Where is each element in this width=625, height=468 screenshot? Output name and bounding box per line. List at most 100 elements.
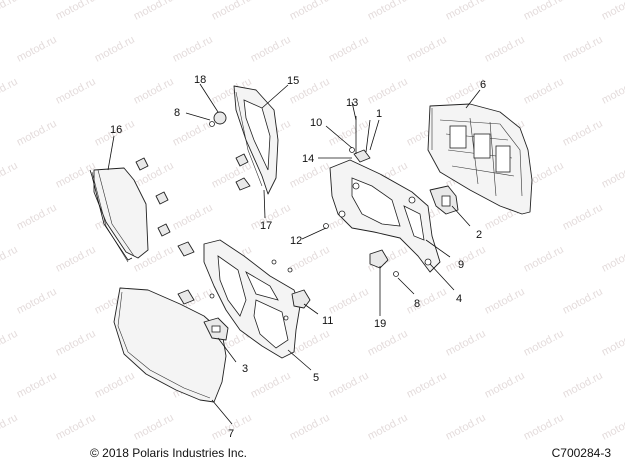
part-4-main-frame xyxy=(329,159,441,273)
watermark-text: motod.ru xyxy=(0,160,20,191)
watermark-text: motod.ru xyxy=(15,34,59,65)
watermark-text: motod.ru xyxy=(15,118,59,149)
watermark-text: motod.ru xyxy=(327,118,371,149)
callout-19: 19 xyxy=(374,318,386,330)
callout-17: 17 xyxy=(260,220,272,232)
watermark-text: motod.ru xyxy=(444,0,488,23)
watermark-text: motod.ru xyxy=(366,76,410,107)
watermark-text: motod.ru xyxy=(327,34,371,65)
callout-1: 1 xyxy=(376,108,382,120)
small-hardware xyxy=(135,111,399,321)
watermark-text: motod.ru xyxy=(15,370,59,401)
watermark-text: motod.ru xyxy=(561,202,605,233)
watermark-text: motod.ru xyxy=(54,412,98,443)
part-2-hinge xyxy=(429,185,459,215)
watermark-text: motod.ru xyxy=(288,412,332,443)
watermark-text: motod.ru xyxy=(405,370,449,401)
watermark-text: motod.ru xyxy=(600,328,625,359)
callout-5: 5 xyxy=(313,372,319,384)
watermark-text: motod.ru xyxy=(522,328,566,359)
watermark-text: motod.ru xyxy=(327,286,371,317)
callout-6: 6 xyxy=(480,79,486,91)
watermark-text: motod.ru xyxy=(54,0,98,23)
watermark-text: motod.ru xyxy=(0,244,20,275)
watermark-text: motod.ru xyxy=(15,202,59,233)
watermark-text: motod.ru xyxy=(171,118,215,149)
part-5-lower-frame xyxy=(203,239,301,359)
part-11-bracket xyxy=(291,289,311,309)
watermark-text: motod.ru xyxy=(522,244,566,275)
part-3-latch xyxy=(203,317,229,341)
watermark-text: motod.ru xyxy=(132,412,176,443)
callout-10: 10 xyxy=(310,117,322,129)
copyright-text: © 2018 Polaris Industries Inc. xyxy=(90,446,247,460)
watermark-text: motod.ru xyxy=(171,34,215,65)
watermark-text: motod.ru xyxy=(0,76,20,107)
leader-lines xyxy=(107,83,481,425)
part-16-door-panel xyxy=(89,167,149,263)
watermark-text: motod.ru xyxy=(561,286,605,317)
watermark-text: motod.ru xyxy=(483,34,527,65)
watermark-text: motod.ru xyxy=(600,76,625,107)
watermark-text: motod.ru xyxy=(0,0,20,23)
callout-8-right: 8 xyxy=(414,298,420,310)
watermark-text: motod.ru xyxy=(444,244,488,275)
watermark-text: motod.ru xyxy=(561,118,605,149)
watermark-text: motod.ru xyxy=(366,412,410,443)
callout-4: 4 xyxy=(456,293,462,305)
watermark-text: motod.ru xyxy=(522,412,566,443)
watermark-text: motod.ru xyxy=(132,0,176,23)
watermark-text: motod.ru xyxy=(171,202,215,233)
watermark-text: motod.ru xyxy=(444,328,488,359)
watermark-text: motod.ru xyxy=(0,328,20,359)
watermark-text: motod.ru xyxy=(249,34,293,65)
part-7-lower-cover xyxy=(113,287,227,403)
callout-7: 7 xyxy=(228,428,234,440)
watermark-text: motod.ru xyxy=(54,160,98,191)
callout-11: 11 xyxy=(322,315,333,327)
watermark-text: motod.ru xyxy=(288,244,332,275)
watermark-text: motod.ru xyxy=(54,76,98,107)
watermark-text: motod.ru xyxy=(600,160,625,191)
watermark-text: motod.ru xyxy=(288,0,332,23)
callout-18: 18 xyxy=(194,74,206,86)
watermark-text: motod.ru xyxy=(93,370,137,401)
watermark-text: motod.ru xyxy=(15,286,59,317)
watermark-text: motod.ru xyxy=(561,34,605,65)
watermark-text: motod.ru xyxy=(132,76,176,107)
callout-15: 15 xyxy=(287,75,299,87)
watermark-text: motod.ru xyxy=(327,370,371,401)
watermark-text: motod.ru xyxy=(522,0,566,23)
watermark-text: motod.ru xyxy=(483,286,527,317)
watermark-text: motod.ru xyxy=(249,370,293,401)
watermark-text: motod.ru xyxy=(405,286,449,317)
callout-12: 12 xyxy=(290,235,302,247)
watermark-text: motod.ru xyxy=(561,370,605,401)
watermark-text: motod.ru xyxy=(54,328,98,359)
watermark-text: motod.ru xyxy=(522,76,566,107)
callout-2: 2 xyxy=(476,229,482,241)
callout-numbers: 1 2 3 4 5 6 7 8 8 9 10 11 12 13 14 15 16… xyxy=(110,74,486,440)
callout-3: 3 xyxy=(242,363,248,375)
watermark-text: motod.ru xyxy=(0,412,20,443)
callout-16: 16 xyxy=(110,124,122,136)
watermark-text: motod.ru xyxy=(93,34,137,65)
callout-9: 9 xyxy=(458,259,464,271)
figure-code: C700284-3 xyxy=(551,446,611,460)
watermark-text: motod.ru xyxy=(600,412,625,443)
callout-14: 14 xyxy=(302,153,314,165)
part-6-rear-panel xyxy=(427,103,533,215)
part-15-upper-panel xyxy=(233,85,279,195)
callout-8-top: 8 xyxy=(174,107,180,119)
watermark-text: motod.ru xyxy=(405,34,449,65)
watermark-text: motod.ru xyxy=(600,0,625,23)
part-19-striker xyxy=(369,249,389,269)
watermark-text: motod.ru xyxy=(54,244,98,275)
watermark-text: motod.ru xyxy=(444,412,488,443)
watermark-text: motod.ru xyxy=(210,0,254,23)
watermark-text: motod.ru xyxy=(366,0,410,23)
watermark-text: motod.ru xyxy=(600,244,625,275)
watermark-text: motod.ru xyxy=(483,370,527,401)
callout-13: 13 xyxy=(346,97,358,109)
